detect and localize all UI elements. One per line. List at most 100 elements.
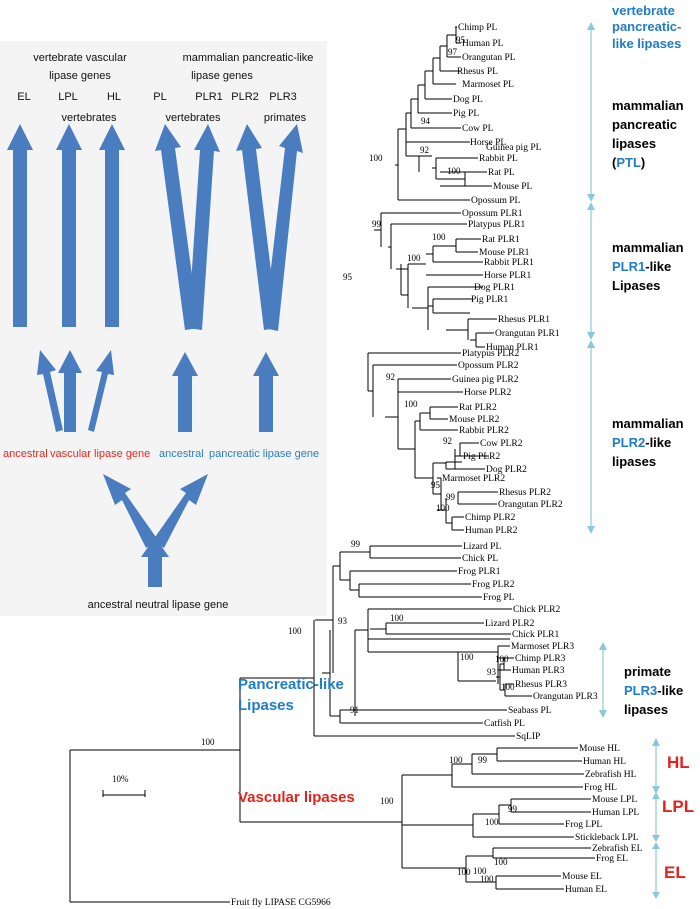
- bootstrap-value: 100: [390, 613, 404, 623]
- arrow-to-pancreatic: [172, 352, 198, 432]
- pancreatic-header-line1: mammalian pancreatic-like: [183, 52, 314, 64]
- ptl-paren-open: (: [612, 155, 617, 170]
- bracket-head: [652, 792, 660, 799]
- bracket-head: [652, 842, 660, 849]
- ptl-line4: (PTL): [612, 155, 645, 170]
- plr3-abbr: PLR3: [624, 683, 657, 698]
- leaf-label: Frog PL: [483, 593, 515, 603]
- ptl-line1: mammalian: [612, 98, 684, 113]
- leaf-label: Fruit fly LIPASE CG5966: [231, 897, 331, 908]
- leaf-label: Human PLR2: [465, 526, 518, 536]
- leaf-label: Rat PLR2: [459, 403, 497, 413]
- bootstrap-value: 100: [494, 857, 508, 867]
- leaf-label: Rhesus PLR1: [498, 315, 550, 325]
- bootstrap-value: 95: [343, 272, 353, 282]
- bracket-head: [599, 642, 607, 650]
- leaf-label: Rhesus PL: [457, 67, 498, 77]
- branch-plr1: [374, 212, 497, 348]
- leaf-label: Frog EL: [596, 854, 628, 864]
- arrow-to-hl: [88, 350, 114, 432]
- bracket-head: [587, 202, 595, 210]
- leaf-label: Rabbit PL: [479, 154, 518, 164]
- leaf-label: Cow PL: [462, 124, 494, 134]
- bootstrap-value: 93: [338, 616, 348, 626]
- leaf-label: Chimp PLR3: [515, 654, 566, 664]
- bootstrap-values: 95 97 94 92 100 100 99 100 100 95 92 100…: [201, 35, 518, 884]
- leaf-label: Opossum PLR2: [458, 361, 519, 371]
- hl-label: HL: [667, 753, 690, 772]
- bootstrap-value: 100: [404, 399, 418, 409]
- gene-label-plr1: PLR1: [195, 91, 223, 103]
- bracket-head: [652, 786, 660, 794]
- bootstrap-value: 95: [431, 480, 441, 490]
- bottom-arrows: [103, 474, 208, 587]
- ancestral-pancreatic-gene: pancreatic lipase gene: [209, 448, 319, 460]
- arrow-lpl: [56, 124, 82, 327]
- leaf-label: Orangutan PLR2: [498, 500, 563, 510]
- bootstrap-value: 100: [447, 166, 461, 176]
- bracket-head: [652, 835, 660, 842]
- leaf-label: Rhesus PLR3: [515, 680, 567, 690]
- ptl-line2: pancreatic: [612, 117, 677, 132]
- leaf-label: Marmoset PLR2: [442, 474, 505, 484]
- tree-branches: [69, 26, 595, 903]
- bracket-head: [652, 892, 660, 899]
- bootstrap-value: 95: [456, 35, 466, 45]
- bootstrap-value: 99: [478, 755, 488, 765]
- vertebrate-pl-line1: vertebrate: [612, 3, 675, 18]
- bootstrap-value: 100: [501, 682, 515, 692]
- bootstrap-value: 91: [350, 705, 359, 715]
- arrow-bottom-stem: [141, 537, 169, 587]
- plr1-line1: mammalian: [612, 240, 684, 255]
- leaf-label: Platypus PLR1: [468, 220, 526, 230]
- plr2-abbr: PLR2: [612, 435, 645, 450]
- leaf-label: Dog PL: [453, 95, 483, 105]
- ptl-line3: lipases: [612, 136, 656, 151]
- leaf-label: Horse PL: [470, 138, 506, 148]
- bootstrap-value: 100: [460, 652, 474, 662]
- ancestral-vascular-word: ancestral: [3, 448, 48, 460]
- leaf-label: Catfish PL: [484, 718, 525, 729]
- leaf-label: Chick PLR2: [513, 605, 560, 615]
- gene-label-hl: HL: [107, 91, 121, 103]
- leaf-label: Orangutan PLR1: [495, 329, 560, 339]
- bracket-head: [587, 526, 595, 534]
- bootstrap-value: 100: [432, 232, 446, 242]
- vertebrates-label-left: vertebrates: [61, 112, 117, 124]
- bootstrap-value: 92: [386, 372, 395, 382]
- leaf-label: Frog HL: [584, 783, 617, 793]
- bootstrap-value: 100: [436, 503, 450, 513]
- leaf-label: Rabbit PLR1: [484, 258, 534, 268]
- bootstrap-value: 99: [446, 492, 456, 502]
- bracket-head: [587, 340, 595, 348]
- leaf-label: Dog PLR2: [486, 465, 527, 475]
- leaf-label: Seabass PL: [508, 706, 552, 716]
- leaf-label: Human LPL: [592, 808, 639, 818]
- plr2-line3: lipases: [612, 454, 656, 469]
- gene-label-lpl: LPL: [58, 91, 78, 103]
- vertebrate-pl-line2: pancreatic-: [612, 19, 681, 34]
- leaf-label: Orangutan PLR3: [533, 692, 598, 702]
- branch-vascular: [69, 678, 595, 903]
- leaf-label: Mouse PLR1: [479, 248, 530, 258]
- scale-bar-line: [102, 790, 146, 797]
- bracket-head: [652, 738, 660, 746]
- bootstrap-value: 100: [380, 796, 394, 806]
- bootstrap-value: 92: [443, 436, 452, 446]
- bootstrap-value: 100: [288, 626, 302, 636]
- leaf-label: Chick PL: [462, 554, 498, 564]
- group-labels: vertebrate pancreatic- like lipases mamm…: [238, 3, 694, 882]
- primates-label: primates: [264, 112, 307, 124]
- leaf-label: Zebrafish EL: [592, 843, 643, 854]
- leaf-label: Marmoset PL: [462, 80, 514, 90]
- group-brackets: [587, 22, 660, 899]
- leaf-label: Platypus PLR2: [462, 349, 520, 359]
- leaf-label: Rabbit PLR2: [459, 426, 509, 436]
- leaf-label: Guinea pig PL: [486, 143, 542, 153]
- leaf-label: Human EL: [565, 885, 607, 895]
- leaf-label: Orangutan PL: [462, 53, 516, 63]
- middle-arrows: [37, 350, 279, 432]
- pancreatic-like-line1: Pancreatic-like: [238, 676, 344, 693]
- inset-panel: vertebrate vascular lipase genes mammali…: [0, 41, 327, 616]
